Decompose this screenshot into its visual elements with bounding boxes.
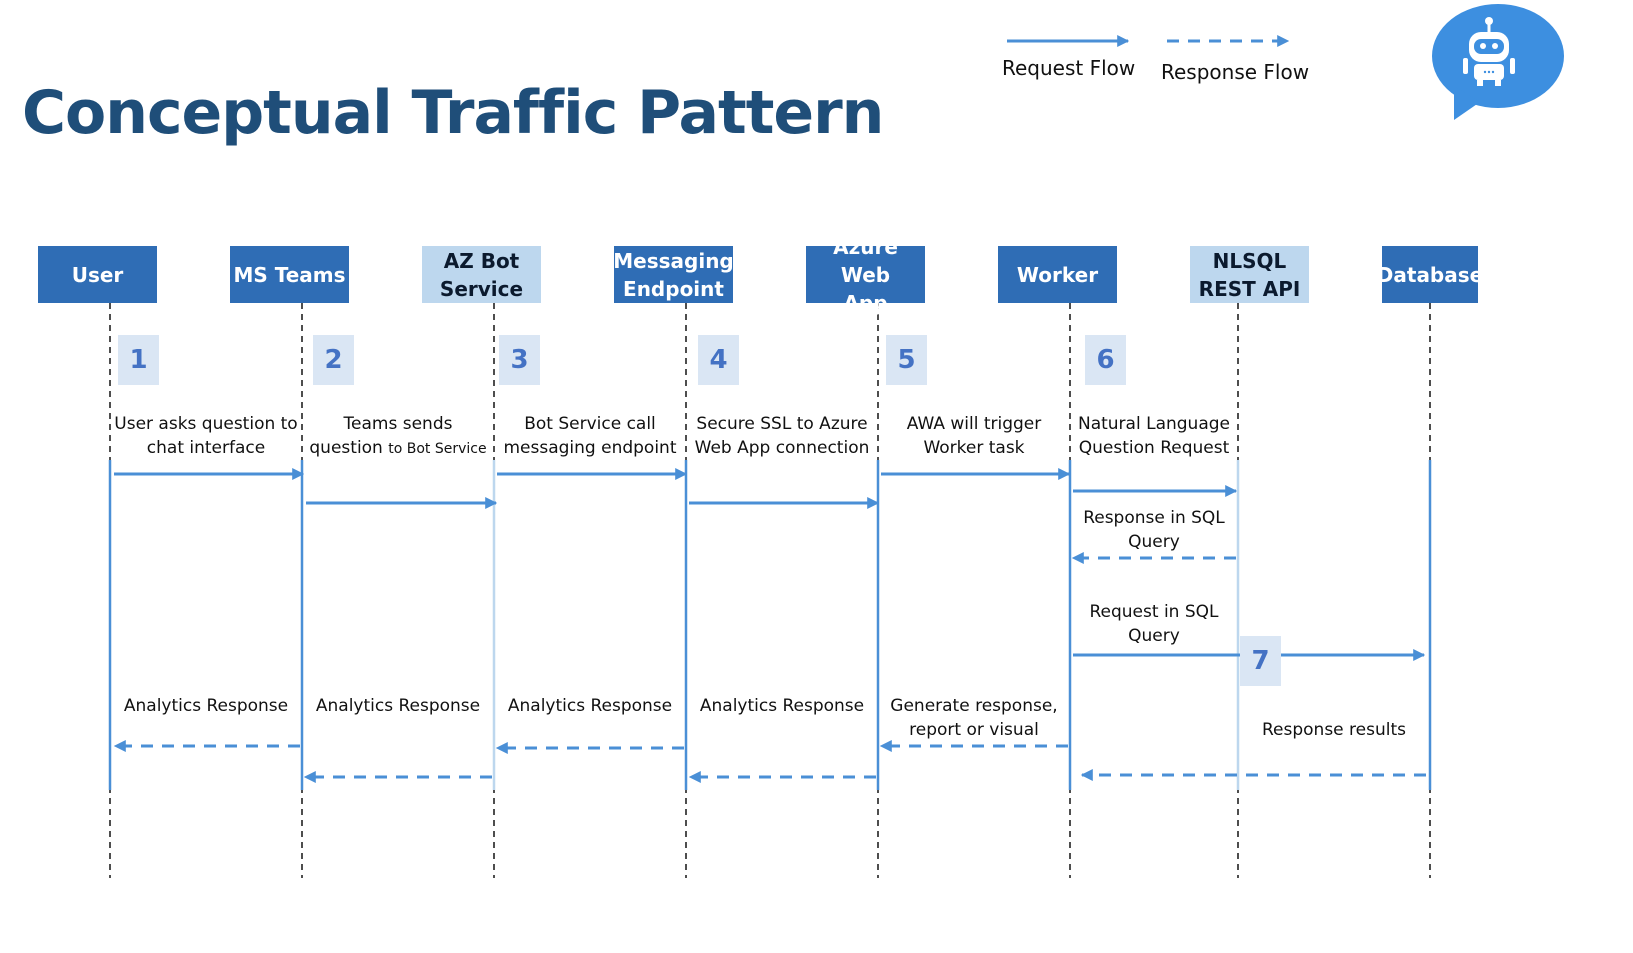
step-badge-2: 2 [313,335,354,385]
step-badge-1: 1 [118,335,159,385]
actor-web-app: Azure Web App [806,235,925,315]
step-badge-4: 4 [698,335,739,385]
legend-response-label: Response Flow [1161,60,1310,84]
note-response-3: Analytics Response [507,696,673,716]
note-step-2: Teams sends question to Bot Service [303,412,493,461]
note-response-2: Analytics Response [315,696,481,716]
step-badge-6: 6 [1085,335,1126,385]
step-badge-3: 3 [499,335,540,385]
note-step-4: Secure SSL to Azure Web App connection [694,414,870,458]
page-title: Conceptual Traffic Pattern [22,78,884,148]
chatbot-icon [1432,4,1564,120]
note-response-4: Analytics Response [699,696,865,716]
request-arrows [114,468,1426,661]
step-badge-7: 7 [1240,636,1281,686]
note-step-1: User asks question to chat interface [114,414,298,458]
actor-ms-teams: MS Teams [230,246,349,303]
note-step-3: Bot Service call messaging endpoint [503,414,677,458]
activation-bars [108,460,1432,790]
response-arrows [113,552,1426,783]
actor-user: User [38,246,157,303]
note-step-6: Natural Language Question Request [1077,414,1230,458]
note-sql-request: Request in SQL Query [1089,602,1219,646]
note-response-5: Generate response, report or visual [890,696,1058,740]
note-response-6: Response results [1261,720,1406,740]
note-step-5: AWA will trigger Worker task [906,414,1042,458]
step-badge-5: 5 [886,335,927,385]
actor-worker: Worker [998,246,1117,303]
note-step-2-line2-small: to Bot Service [388,441,487,457]
note-step-2-line1: Teams sends [343,414,453,434]
actor-bot-service: AZ Bot Service [422,246,541,303]
note-step-2-line2: question [309,438,383,458]
actor-messaging-endpoint: Messaging Endpoint [613,246,734,303]
note-sql-response: Response in SQL Query [1083,508,1225,552]
legend-request-label: Request Flow [1002,56,1136,80]
lifelines [109,303,1431,878]
actor-nlsql: NLSQL REST API [1190,246,1309,303]
actor-database: Database [1377,246,1483,303]
note-response-1: Analytics Response [123,696,289,716]
